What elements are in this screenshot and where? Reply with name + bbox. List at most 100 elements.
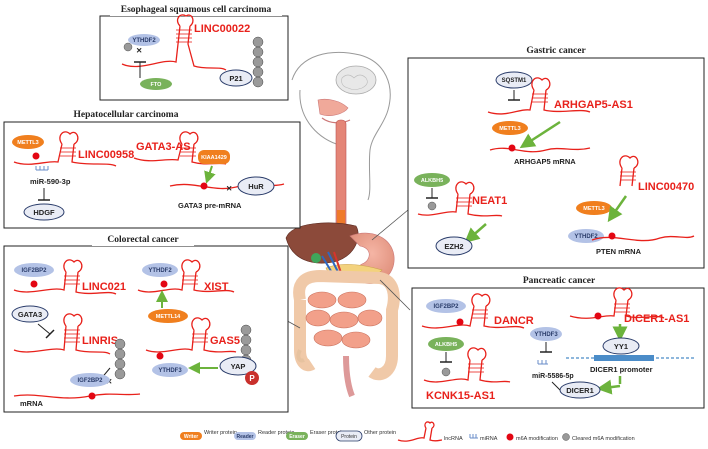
ythdf3-label: YTHDF3	[158, 368, 182, 374]
lncrna-linc00470: LINC00470	[638, 181, 694, 193]
yap-protein	[219, 356, 257, 376]
hepatocellular-panel: Hepatocellular carcinoma LINC00958 METTL…	[3, 109, 301, 229]
legend-lncrna: lncRNA	[444, 436, 463, 442]
mettl3-writer	[12, 135, 44, 149]
p21-label: P21	[229, 74, 242, 83]
esophageal-panel: Esophageal squamous cell carcinoma LINC0…	[99, 4, 289, 101]
mettl3-writer	[576, 201, 612, 215]
mettl3-label: METTL3	[583, 206, 604, 212]
alkbh5-label: ALKBH5	[435, 342, 457, 348]
phosphate-circle	[245, 371, 259, 385]
igf2bp2-label: IGF2BP2	[21, 268, 47, 274]
block-x: ✕	[226, 184, 232, 193]
sqstm1-protein	[495, 71, 533, 89]
sqstm1-label: SQSTM1	[502, 78, 527, 84]
mettl3-label: METTL3	[499, 126, 520, 132]
ribosome-stack	[114, 338, 126, 380]
dicer1-label: DICER1	[566, 386, 594, 395]
hdgf-protein	[23, 203, 65, 221]
svg-text:Protein: Protein	[341, 434, 357, 440]
ythdf2-label: YTHDF2	[574, 234, 598, 240]
mettl3-label: METTL3	[17, 140, 38, 146]
ythdf2-label: YTHDF2	[132, 38, 156, 44]
lncrna-kcnk15-as1: KCNK15-AS1	[426, 390, 495, 402]
ezh2-label: EZH2	[444, 242, 463, 251]
m6a-dot	[32, 152, 40, 160]
hur-protein	[237, 176, 275, 196]
ythdf3-reader	[530, 327, 562, 341]
gata3-premrna-label: GATA3 pre-mRNA	[178, 201, 242, 210]
alkbh5-eraser	[414, 173, 450, 187]
lncrna-neat1: NEAT1	[472, 195, 507, 207]
cleared-m6a-dot	[123, 42, 133, 52]
igf2bp2-reader	[426, 299, 466, 313]
alkbh5-eraser	[428, 337, 464, 351]
promoter-bar	[594, 355, 654, 361]
legend-m6a: m6A modification	[516, 436, 558, 442]
mirna-5586-5p: miR-5586-5p	[532, 373, 574, 380]
pancreatic-panel: Pancreatic cancer IGF2BP2 DANCR ALKBH5 K…	[411, 275, 705, 409]
alkbh5-label: ALKBH5	[421, 178, 443, 184]
legend-reader: Reader protein	[258, 430, 294, 436]
mrna-label: mRNA	[20, 399, 44, 408]
legend-cleared: Cleared m6A modification	[572, 436, 635, 442]
mettl14-writer	[148, 309, 188, 323]
mettl14-label: METTL14	[156, 314, 181, 320]
legend: Writer Writer protein Reader Reader prot…	[180, 421, 635, 442]
lncrna-dicer1-as1: DICER1-AS1	[624, 313, 689, 325]
legend-eraser: Eraser protein	[310, 430, 345, 436]
ythdf3-reader	[152, 363, 188, 377]
kiaa1429-label: KIAA1429	[201, 155, 227, 161]
arhgap5-mrna-label: ARHGAP5 mRNA	[514, 157, 576, 166]
human-body-illustration	[285, 52, 400, 398]
legend-mirna: miRNA	[480, 436, 498, 442]
gata3-label: GATA3	[18, 310, 42, 319]
hepatocellular-title: Hepatocellular carcinoma	[74, 110, 179, 120]
fto-eraser	[140, 78, 172, 90]
kiaa1429-writer	[198, 150, 230, 164]
block-x: ✕	[136, 46, 142, 55]
p21-protein	[219, 69, 253, 87]
hur-label: HuR	[248, 182, 264, 191]
ribosome-stack	[252, 36, 264, 88]
igf2bp2-label: IGF2BP2	[433, 304, 459, 310]
ezh2-protein	[435, 236, 473, 256]
lncrna-arhgap5-as1: ARHGAP5-AS1	[554, 99, 633, 111]
lncrna-dancr: DANCR	[494, 315, 534, 327]
gastric-title: Gastric cancer	[526, 46, 586, 56]
pten-mrna-label: PTEN mRNA	[596, 247, 642, 256]
lncrna-linc00022: LINC00022	[194, 23, 250, 35]
fto-label: FTO	[151, 82, 163, 88]
ribosome-stack	[240, 324, 252, 366]
dicer1-promoter-label: DICER1 promoter	[590, 365, 653, 374]
m6a-dot	[200, 182, 208, 190]
lncrna-linris: LINRIS	[82, 335, 118, 347]
lncrna-xist: XIST	[204, 281, 229, 293]
yap-label: YAP	[231, 362, 246, 371]
gata3-protein	[11, 305, 49, 323]
igf2bp2-label: IGF2BP2	[77, 378, 103, 384]
lncrna-linc021: LINC021	[82, 281, 126, 293]
phosphate-label: P	[249, 374, 255, 383]
yy1-label: YY1	[614, 342, 628, 351]
colorectal-title: Colorectal cancer	[107, 235, 179, 245]
ythdf3-label: YTHDF3	[534, 332, 558, 338]
pancreatic-title: Pancreatic cancer	[523, 276, 596, 286]
ythdf2-reader	[128, 34, 160, 46]
lncrna-gas5: GAS5	[210, 335, 240, 347]
lncrna-gata3-as: GATA3-AS	[136, 141, 191, 153]
svg-text:Writer: Writer	[184, 434, 198, 440]
yy1-protein	[602, 337, 640, 355]
legend-writer: Writer protein	[204, 430, 237, 436]
gastric-panel: Gastric cancer SQSTM1 ARHGAP5-AS1 METTL3…	[407, 45, 705, 269]
legend-other: Other protein	[364, 430, 396, 436]
ythdf2-label: YTHDF2	[148, 268, 172, 274]
svg-text:Eraser: Eraser	[289, 434, 305, 440]
igf2bp2-reader	[70, 373, 110, 387]
mettl3-writer	[492, 121, 528, 135]
svg-text:Reader: Reader	[237, 434, 254, 440]
esophageal-title: Esophageal squamous cell carcinoma	[121, 5, 272, 15]
igf2bp2-reader	[14, 263, 54, 277]
mirna-590-3p: miR-590-3p	[30, 177, 71, 186]
